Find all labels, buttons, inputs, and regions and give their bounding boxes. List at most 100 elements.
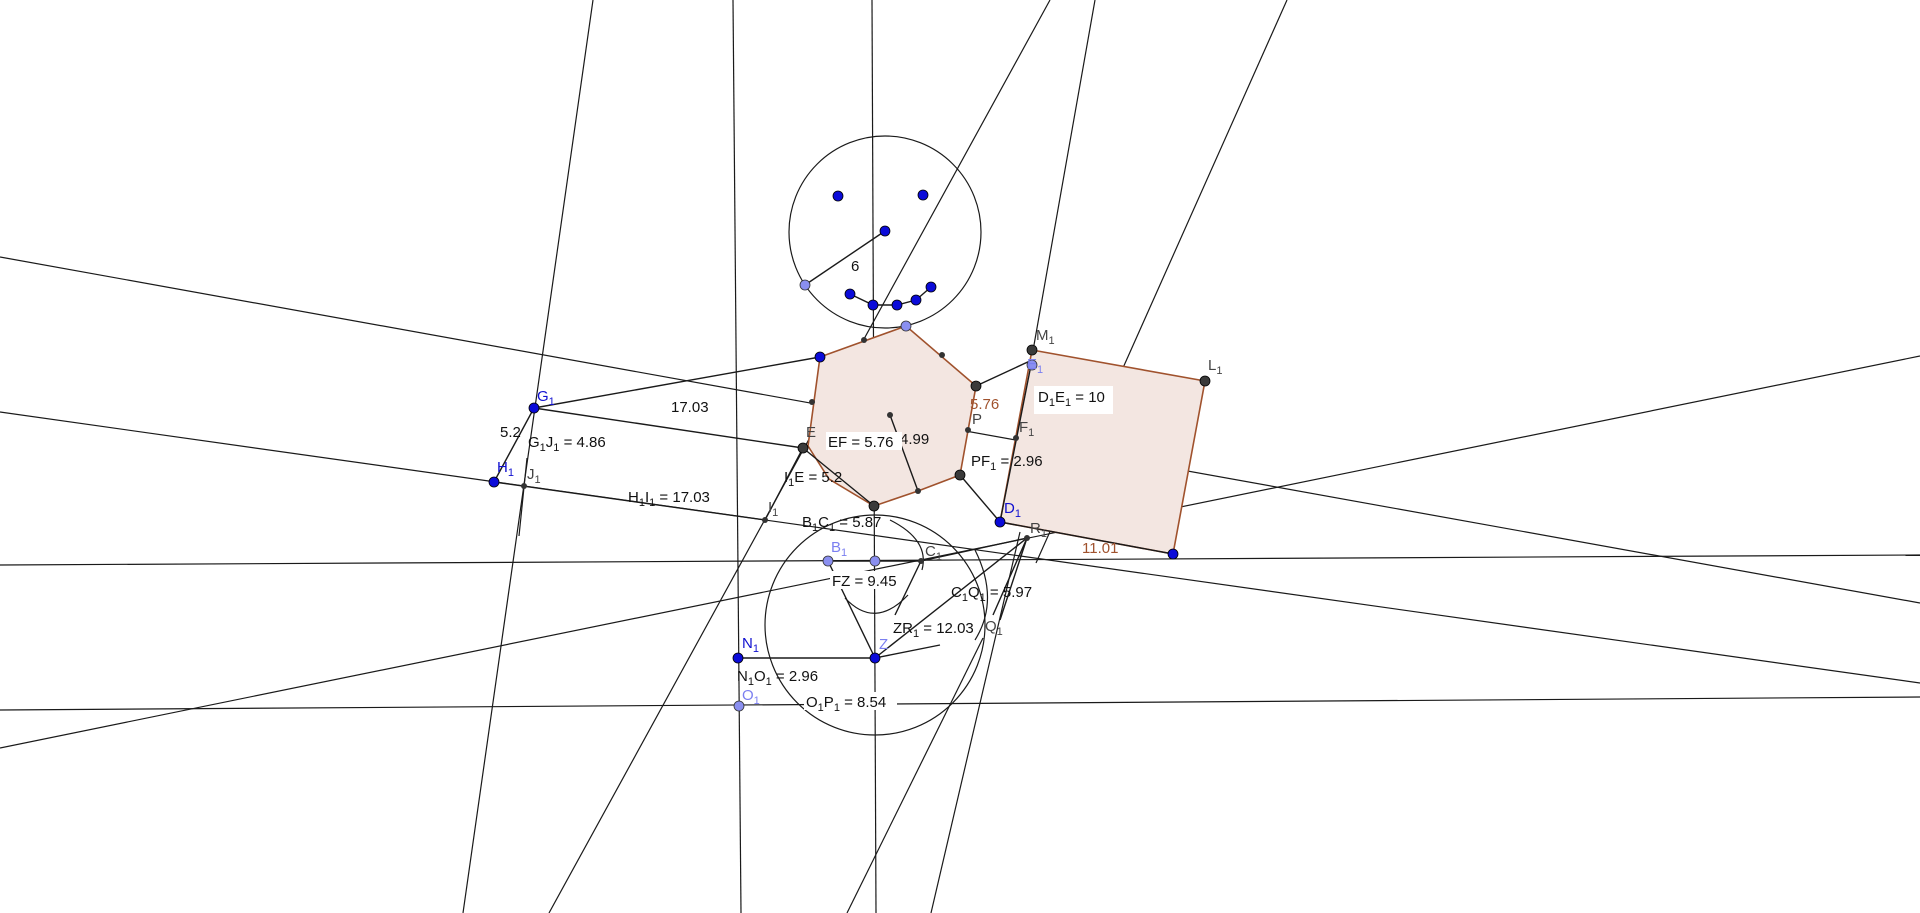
point-J1[interactable] <box>521 483 527 489</box>
point-labels: G1 H1 J1 I1 E P F1 E1 M1 L1 D1 R1 B1 C1 … <box>497 327 1222 707</box>
seg-c1-r1 <box>920 537 1028 562</box>
mid-point-1[interactable] <box>861 337 867 343</box>
line-f <box>462 0 594 913</box>
circle-edge-point[interactable] <box>799 279 811 291</box>
measure-b1c1: B1C1 = 5.87 <box>802 514 881 534</box>
seg-g1-h1 <box>493 407 535 483</box>
line-b <box>0 411 1920 684</box>
line-m <box>846 637 984 913</box>
label-F1: F1 <box>1019 419 1034 439</box>
point-N1[interactable] <box>732 652 744 664</box>
square-corner-point[interactable] <box>1167 548 1179 560</box>
seg-z-down <box>874 644 941 659</box>
line-n <box>518 457 528 537</box>
line-l <box>930 531 1021 913</box>
points[interactable] <box>488 189 1211 712</box>
radius-point[interactable] <box>879 225 891 237</box>
point-B1[interactable] <box>822 555 834 567</box>
point-F[interactable] <box>869 555 881 567</box>
measurement-labels: 6 5.2 17.03 5.76 4.99 11.01 G1J1 = 4.86 … <box>500 258 1118 714</box>
seg-c1-z <box>894 560 922 616</box>
label-H1: H1 <box>497 459 514 479</box>
seg-r1-q1a <box>999 537 1028 621</box>
arc-2 <box>889 519 924 571</box>
seg-z-r1 <box>874 537 1028 659</box>
label-M1: M1 <box>1036 327 1055 347</box>
point-P[interactable] <box>965 427 971 433</box>
smile-point-4[interactable] <box>910 294 922 306</box>
point-O1[interactable] <box>733 700 745 712</box>
point-L1[interactable] <box>1199 375 1211 387</box>
label-N1: N1 <box>742 635 759 655</box>
seg-d1-r1 <box>999 521 1174 555</box>
smile-point-1[interactable] <box>844 288 856 300</box>
measure-pf1: PF1 = 2.96 <box>971 453 1043 473</box>
measure-o1p1: O1P1 = 8.54 <box>806 694 886 714</box>
point-E1[interactable] <box>1026 359 1038 371</box>
measure-ef: EF = 5.76 <box>828 434 893 451</box>
line-g <box>732 0 742 913</box>
smile-point-3[interactable] <box>891 299 903 311</box>
seg-h1-i1 <box>493 481 766 521</box>
eye-right-point[interactable] <box>917 189 929 201</box>
measure-g1j1: G1J1 = 4.86 <box>528 434 606 454</box>
line-d <box>0 696 1920 711</box>
g1h1-label: 5.2 <box>500 424 521 441</box>
label-J1: J1 <box>527 466 541 486</box>
measure-c1q1: C1Q1 = 5.97 <box>951 584 1032 604</box>
point-C1[interactable] <box>918 558 924 564</box>
seg-g1-pent <box>533 356 821 409</box>
eye-left-point[interactable] <box>832 190 844 202</box>
pentagon-top-point[interactable] <box>900 320 912 332</box>
measure-i1e: I1E = 5.2 <box>784 469 842 489</box>
pentagon-lower-right-point[interactable] <box>954 469 966 481</box>
point-Z[interactable] <box>869 652 881 664</box>
lower-circle[interactable] <box>764 514 986 736</box>
label-D1: D1 <box>1004 500 1021 520</box>
mid-point-3[interactable] <box>809 399 815 405</box>
seg-p-e1 <box>975 359 1033 387</box>
measure-d1e1: D1E1 = 10 <box>1038 389 1105 409</box>
seg-p-d1 <box>959 474 1001 523</box>
head-circle[interactable] <box>788 135 982 329</box>
point-G1[interactable] <box>528 402 540 414</box>
smile-point-2[interactable] <box>867 299 879 311</box>
segments <box>493 230 1174 659</box>
arc-1 <box>844 594 909 614</box>
d1e1-label-bg <box>1034 386 1113 414</box>
point-E[interactable] <box>797 442 809 454</box>
arc-3 <box>974 549 989 641</box>
measure-fz: FZ = 9.45 <box>832 573 897 590</box>
seg-e-i1 <box>764 447 804 521</box>
point-R1[interactable] <box>1024 535 1030 541</box>
point-F1[interactable] <box>1013 435 1019 441</box>
point-H1[interactable] <box>488 476 500 488</box>
mid-point-2[interactable] <box>939 352 945 358</box>
point-M1[interactable] <box>1026 344 1038 356</box>
label-R1: R1 <box>1030 520 1047 540</box>
measure-zr1: ZR1 = 12.03 <box>893 620 974 640</box>
seg-e-tri <box>802 447 875 507</box>
smile-point-5[interactable] <box>925 281 937 293</box>
pentagon-right-point[interactable] <box>970 380 982 392</box>
label-Z: Z <box>879 636 888 653</box>
seg-g1-e <box>533 407 804 449</box>
seg-inner-1 <box>889 414 919 492</box>
point-I1[interactable] <box>762 517 768 523</box>
line-c <box>0 554 1920 566</box>
pentagon-bottom-point[interactable] <box>868 500 880 512</box>
o1p1-label-bg <box>804 692 897 710</box>
label-P: P <box>972 411 982 428</box>
fz-label-bg <box>830 571 904 589</box>
pentagon-left-point[interactable] <box>814 351 826 363</box>
label-E1: E1 <box>1027 356 1043 376</box>
radius-label: 6 <box>851 258 859 275</box>
g1-pentagon-label: 17.03 <box>671 399 709 416</box>
ef-label-bg <box>826 432 902 450</box>
point-D1[interactable] <box>994 516 1006 528</box>
measure-h1i1: H1I1 = 17.03 <box>628 489 710 509</box>
mid-point-5[interactable] <box>915 488 921 494</box>
mid-point-4[interactable] <box>887 412 893 418</box>
